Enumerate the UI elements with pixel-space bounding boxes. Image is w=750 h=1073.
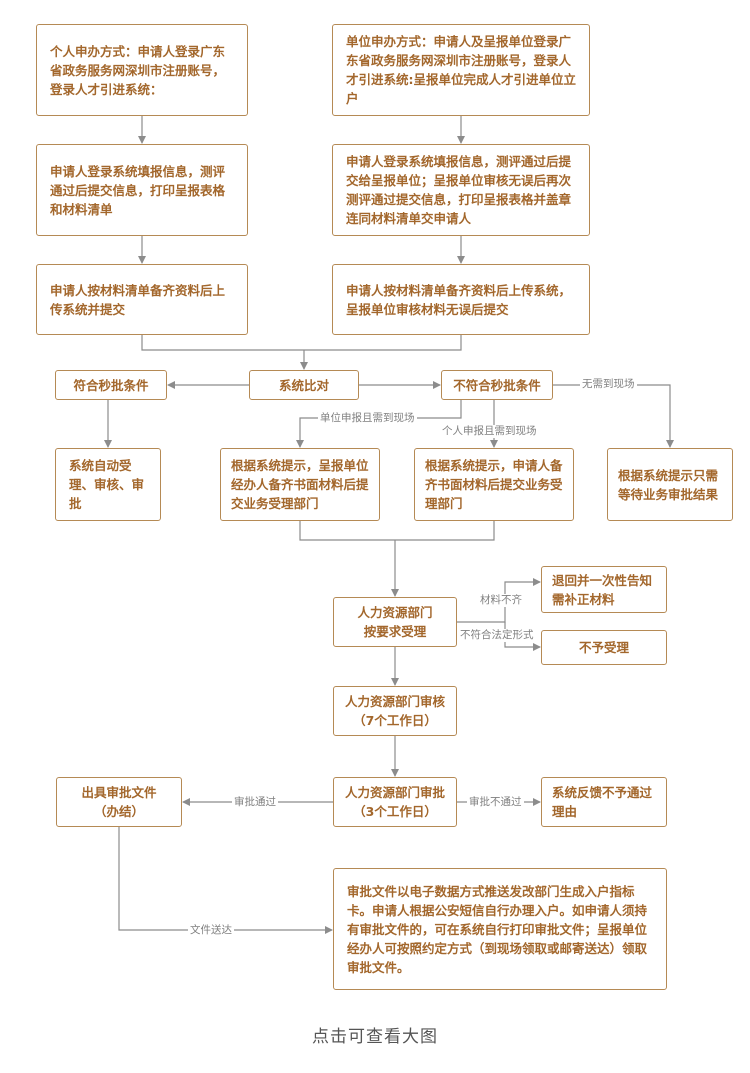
node-hr-accept: 人力资源部门按要求受理 [333, 597, 457, 647]
edge-merge-submits [299, 521, 495, 541]
node-wait-result: 根据系统提示只需等待业务审批结果 [607, 448, 733, 521]
node-final-note: 审批文件以电子数据方式推送发改部门生成入户指标卡。申请人根据公安短信自行办理入户… [333, 868, 667, 990]
node-person-submit: 根据系统提示，申请人备齐书面材料后提交业务受理部门 [414, 448, 574, 521]
edge-merge-uploads [141, 335, 462, 351]
node-personal-upload: 申请人按材料清单备齐资料后上传系统并提交 [36, 264, 248, 335]
label-materials-incomplete: 材料不齐 [478, 594, 524, 607]
label-person-onsite: 个人申报且需到现场 [440, 425, 539, 438]
node-hr-review: 人力资源部门审核（7个工作日） [333, 686, 457, 736]
node-issue-doc: 出具审批文件（办结） [56, 777, 182, 827]
edge-doc-delivery [118, 827, 333, 934]
label-no-need-onsite: 无需到现场 [580, 378, 637, 391]
label-approved: 审批通过 [232, 796, 278, 809]
label-not-approved: 审批不通过 [467, 796, 524, 809]
node-personal-fill: 申请人登录系统填报信息，测评通过后提交信息，打印呈报表格和材料清单 [36, 144, 248, 236]
label-doc-delivery: 文件送达 [188, 924, 234, 937]
node-auto-approve: 系统自动受理、审核、审批 [55, 448, 161, 521]
node-unit-submit: 根据系统提示，呈报单位经办人备齐书面材料后提交业务受理部门 [220, 448, 380, 521]
label-unit-onsite: 单位申报且需到现场 [318, 412, 417, 425]
node-hr-approve: 人力资源部门审批（3个工作日） [333, 777, 457, 827]
node-feedback-reason: 系统反馈不予通过理由 [541, 777, 667, 827]
node-meets-criteria: 符合秒批条件 [55, 370, 167, 400]
node-system-compare: 系统比对 [249, 370, 359, 400]
label-not-legal-form: 不符合法定形式 [458, 629, 536, 642]
footer-view-large[interactable]: 点击可查看大图 [312, 1027, 438, 1047]
edge-no-need-onsite [553, 384, 674, 448]
node-unit-fill: 申请人登录系统填报信息，测评通过后提交给呈报单位；呈报单位审核无误后再次测评通过… [332, 144, 590, 236]
node-return-supplement: 退回并一次性告知需补正材料 [541, 566, 667, 613]
node-not-meets-criteria: 不符合秒批条件 [441, 370, 553, 400]
node-unit-upload: 申请人按材料清单备齐资料后上传系统，呈报单位审核材料无误后提交 [332, 264, 590, 335]
node-unit-method: 单位申办方式：申请人及呈报单位登录广东省政务服务网深圳市注册账号，登录人才引进系… [332, 24, 590, 116]
node-reject: 不予受理 [541, 630, 667, 665]
node-personal-method: 个人申办方式：申请人登录广东省政务服务网深圳市注册账号，登录人才引进系统： [36, 24, 248, 116]
